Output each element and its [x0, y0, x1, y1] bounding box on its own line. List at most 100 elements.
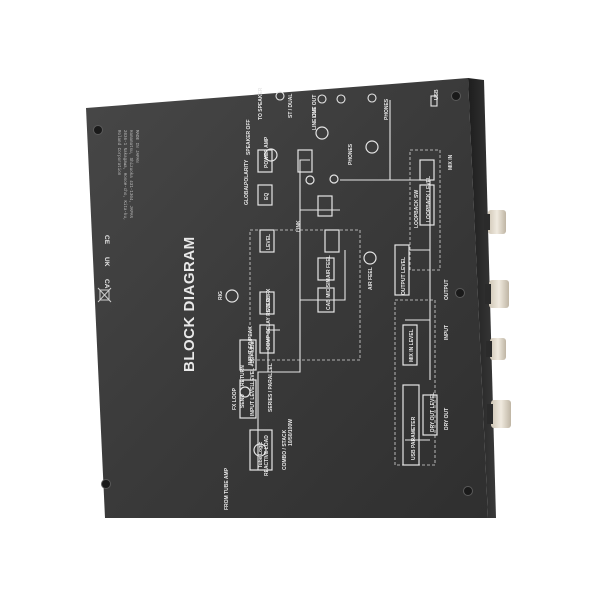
weee-icon — [97, 287, 112, 303]
screw-icon — [451, 91, 461, 101]
comp-label: COMP DELAY REVERB — [266, 295, 272, 350]
legal-line-2: 2036-1 Nakagawa, Hosoe-cho, Kita-ku, — [122, 130, 127, 220]
usb-label: USB — [434, 89, 440, 100]
line-out-top-label: LINE OUT — [312, 95, 318, 118]
usb-parameter-label: USB PARAMETER — [411, 416, 417, 460]
air-feel-knob-label: AIR FEEL — [368, 267, 374, 290]
to-speaker-label: TO SPEAKER — [258, 87, 264, 120]
level-label: LEVEL — [266, 234, 272, 250]
eq-box — [257, 184, 273, 206]
cab-mic-box — [317, 287, 335, 313]
return-label: RETURN — [240, 365, 246, 386]
input-level-label: INPUT LEVEL — [250, 383, 256, 416]
screw-icon — [101, 479, 111, 489]
uk-mark: UK — [103, 257, 110, 267]
tube-logic-box — [249, 429, 273, 471]
rig-label: RIG — [218, 291, 224, 300]
eq-label: EQ — [264, 193, 270, 200]
level-box-2 — [324, 229, 340, 253]
line-out-r-jack-icon — [336, 94, 346, 104]
dry-out-label: DRY OUT — [444, 408, 450, 430]
phones-box — [297, 149, 313, 173]
phones-jack-icon — [367, 93, 377, 103]
air-feel-knob-icon — [363, 251, 377, 265]
phones-top-label: PHONES — [384, 98, 390, 120]
stereo-dual-label: ST / DUAL — [288, 94, 294, 118]
legal-line-3: Hamamatsu, Shizuoka 431-1304, JAPAN — [128, 130, 133, 218]
ca-mark: CA — [103, 279, 110, 289]
block-diagram: FROM TUBE AMP Tube Logic REACTIVE LOAD I… — [218, 87, 454, 510]
send-label: SEND — [240, 394, 246, 408]
fx-knob-icon — [239, 386, 251, 398]
input-level-box — [239, 379, 257, 419]
ce-mark: CE — [103, 235, 110, 245]
rig-knob-icon — [225, 289, 239, 303]
fx-loop-label: FX LOOP — [232, 387, 238, 410]
phones-knob-icon — [365, 140, 379, 154]
junction-icon — [305, 175, 315, 185]
output-level-box — [394, 244, 410, 296]
tube-logic-label: Tube Logic — [258, 441, 264, 468]
to-speaker-jack-icon — [275, 91, 285, 101]
block-diagram-title: BLOCK DIAGRAM — [181, 236, 198, 372]
phones-label: PHONES — [348, 143, 354, 165]
polarity-junction-icon — [329, 174, 339, 184]
solo-fx-box — [259, 291, 275, 315]
knob-cap-4 — [491, 400, 511, 428]
line-out-l-jack-icon — [317, 94, 327, 104]
speaker-off-label: SPEAKER OFF — [246, 119, 252, 155]
from-tube-amp-label: FROM TUBE AMP — [224, 467, 230, 510]
loopback-level-box — [419, 184, 435, 226]
solo-fx-label: SOLO /FX — [266, 288, 272, 312]
input-eq-box — [239, 339, 257, 371]
series-parallel-label: SERIES / PARALLEL — [268, 363, 274, 412]
dry-out-level-box — [422, 394, 438, 436]
line-out-knob-icon — [315, 126, 329, 140]
air-feel-box — [317, 257, 335, 281]
compliance-marks: CE UK CA — [103, 235, 110, 289]
mix-in-level-box — [402, 324, 418, 366]
polarity-label: POLARITY — [244, 159, 250, 185]
chassis-top — [86, 78, 488, 518]
air-feel-label: AIR FEEL — [326, 255, 332, 278]
mix-in-label: MIX IN — [448, 154, 454, 170]
combo-stack-label: COMBO / STACK — [282, 429, 288, 470]
legal-text: Roland Corporation 2036-1 Nakagawa, Hoso… — [116, 130, 138, 220]
screw-icon — [463, 486, 473, 496]
level-series-label: LEVEL +16/+4dBu — [250, 341, 256, 384]
legal-line-4: MADE IN JAPAN — [134, 130, 138, 163]
eq-box-2 — [317, 195, 333, 217]
input-label: INPUT — [444, 325, 450, 340]
global-label: GLOBAL — [244, 184, 250, 205]
link-label: LINK — [296, 220, 302, 232]
dry-out-level-label: DRY OUT LEVEL — [430, 392, 436, 432]
cab-mic-label: CAB MIC SIM — [326, 278, 332, 310]
loopback-level-label: LOOPBACK LEVEL — [426, 176, 432, 222]
comp-box — [259, 324, 275, 354]
usb-port-icon — [430, 95, 438, 107]
tube-knob-icon — [253, 443, 267, 457]
power-amp-label: POWER AMP — [264, 136, 270, 168]
knob-caps — [484, 210, 511, 428]
knob-cap-2 — [489, 280, 509, 308]
loopback-sw-label: LOOPBACK SW — [414, 190, 420, 228]
output-level-label: OUTPUT LEVEL — [401, 257, 407, 295]
legal-line-1: Roland Corporation — [116, 130, 121, 176]
loopback-sw-box — [419, 159, 435, 181]
screw-icon — [455, 288, 465, 298]
mix-in-level-label: MIX IN LEVEL — [409, 329, 415, 362]
power-knob-icon — [264, 148, 278, 162]
input-eq-label: INPUT EQ/PEAK — [248, 326, 254, 365]
screw-icons — [93, 91, 473, 496]
reactive-load-label: REACTIVE LOAD — [264, 435, 270, 476]
output-label: OUTPUT — [444, 279, 450, 300]
knob-cap-1 — [488, 210, 506, 234]
ohm-label: 10/50/100W — [288, 419, 294, 446]
knob-cap-3 — [490, 338, 506, 360]
page-title: BLOCK DIAGRAM — [181, 236, 198, 372]
line-out-label: LINE OUT — [312, 107, 318, 130]
usb-parameter-box — [402, 384, 420, 466]
level-box — [259, 229, 275, 253]
